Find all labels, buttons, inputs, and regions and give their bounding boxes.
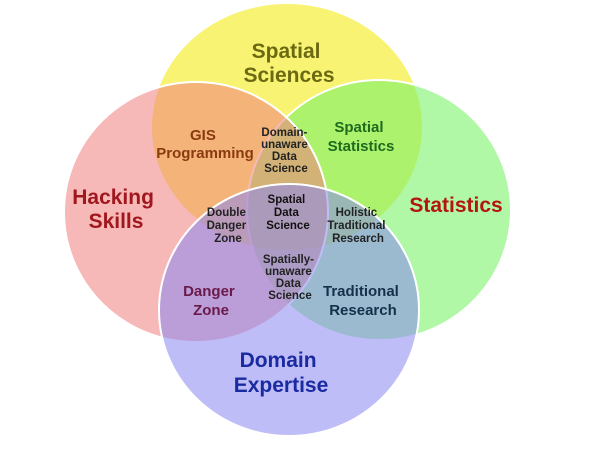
label-hacking-skills: Hacking Skills <box>72 186 160 233</box>
circle-domain-expertise <box>158 183 420 437</box>
label-gis-programming: GIS Programming <box>156 127 254 162</box>
label-holistic-traditional-research: Holistic Traditional Research <box>327 207 388 245</box>
label-statistics: Statistics <box>409 194 502 217</box>
label-domain-expertise: Domain Expertise <box>234 349 329 397</box>
label-spatial-data-science: Spatial Data Science <box>266 194 309 232</box>
label-traditional-research: Traditional Research <box>323 283 403 319</box>
label-spatial-sciences: Spatial Sciences <box>243 40 334 87</box>
label-domain-unaware-data-science: Domain- unaware Data Science <box>261 127 311 175</box>
label-spatial-statistics: Spatial Statistics <box>328 119 395 155</box>
circles <box>63 2 512 437</box>
label-spatially-unaware-data-science: Spatially- unaware Data Science <box>263 254 317 302</box>
label-danger-zone: Danger Zone <box>183 283 239 319</box>
label-double-danger-zone: Double Danger Zone <box>207 207 250 245</box>
